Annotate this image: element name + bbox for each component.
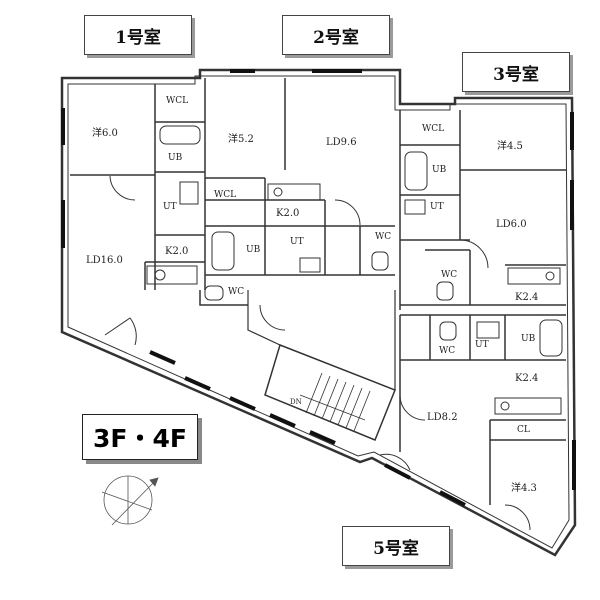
unit3-bathtub (404, 151, 428, 191)
unit-label-2: 2号室 (282, 15, 390, 55)
room-u5-ub: UB (521, 334, 536, 344)
room-u3-ut: UT (430, 202, 444, 212)
stair-dn-label: DN (290, 398, 302, 406)
room-u1-ut: UT (163, 202, 177, 212)
unit2-washbasin (299, 257, 321, 273)
room-u3-wc: WC (441, 270, 458, 280)
floor-label: 3F・4F (82, 414, 198, 460)
unit5-kitchen (494, 397, 562, 415)
unit2-bathtub (211, 231, 235, 271)
unit1-kitchen (146, 265, 198, 285)
room-u2-ld: LD9.6 (326, 137, 357, 148)
unit3-kitchen (507, 267, 561, 285)
inner-wall-line (67, 75, 570, 549)
unit1-sink (154, 269, 166, 281)
unit5-toilet (439, 321, 457, 341)
room-u1-western: 洋6.0 (92, 128, 118, 139)
room-u1-ub: UB (168, 153, 183, 163)
door-unit3-entry (459, 239, 489, 269)
unit-label-5: 5号室 (342, 526, 450, 566)
door-unit5-entry (379, 453, 411, 471)
room-u1-wcl: WCL (166, 96, 189, 106)
corridor-walls (247, 290, 396, 390)
room-u2-wcl: WCL (214, 190, 237, 200)
door-unit2-inner (334, 199, 361, 226)
room-u3-ub: UB (432, 165, 447, 175)
unit2-walls (204, 78, 395, 290)
room-u1-wc: WC (228, 287, 245, 297)
room-u5-ut: UT (475, 340, 489, 350)
door-unit1-inner (109, 175, 136, 201)
room-u3-ld: LD6.0 (496, 219, 527, 230)
compass-icon (101, 475, 159, 526)
unit1-walls (70, 84, 248, 306)
unit2-toilet (371, 251, 389, 271)
room-u1-k: K2.0 (165, 246, 189, 257)
stairwell-walls (264, 344, 396, 441)
room-u1-ld: LD16.0 (86, 255, 123, 266)
unit1-washbasin (179, 181, 199, 205)
unit2-kitchen (267, 183, 321, 201)
windows (61, 69, 576, 507)
unit5-sink (500, 401, 510, 411)
room-u3-k: K2.4 (515, 292, 539, 303)
unit3-walls (399, 110, 566, 310)
room-u5-ld: LD8.2 (427, 412, 458, 423)
unit5-washbasin (476, 321, 500, 339)
room-u5-western: 洋4.3 (511, 483, 537, 494)
room-u2-western: 洋5.2 (228, 134, 254, 145)
room-u5-cl: CL (517, 425, 530, 435)
unit2-sink (273, 187, 283, 197)
door-unit5-western (504, 504, 531, 531)
room-u5-wc: WC (439, 346, 456, 356)
door-unit5-ld (399, 394, 426, 421)
room-u5-k: K2.4 (515, 373, 539, 384)
unit3-toilet (436, 281, 454, 301)
room-u3-western: 洋4.5 (497, 141, 523, 152)
unit-label-3: 3号室 (462, 52, 570, 92)
room-u2-wc: WC (375, 232, 392, 242)
stair-treads (299, 372, 371, 432)
room-u2-ut: UT (290, 237, 304, 247)
room-u2-ub: UB (246, 245, 261, 255)
unit3-washbasin (404, 199, 426, 215)
door-unit1-entry (104, 317, 137, 346)
door-corridor (259, 304, 286, 331)
room-u3-wcl: WCL (422, 124, 445, 134)
room-u2-k: K2.0 (276, 208, 300, 219)
unit1-bathtub (159, 125, 201, 145)
unit3-sink (545, 271, 555, 281)
unit1-toilet (204, 285, 224, 301)
unit5-bathtub (539, 319, 563, 357)
unit5-walls (399, 314, 566, 505)
unit-label-1: 1号室 (84, 15, 192, 55)
